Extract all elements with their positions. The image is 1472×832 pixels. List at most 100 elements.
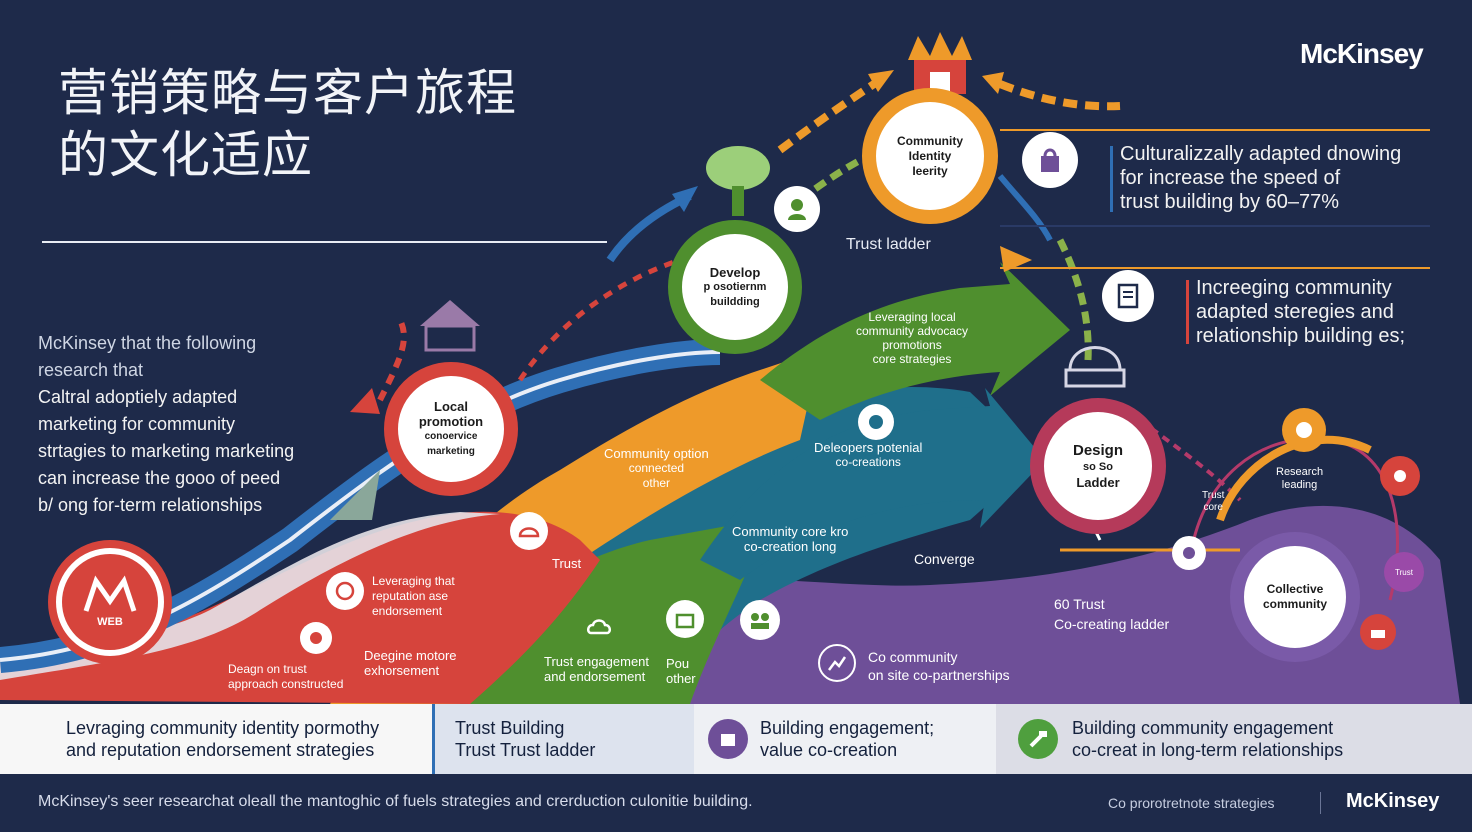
stage-line: Co-creating ladder — [1054, 616, 1170, 632]
m-logo-icon — [83, 574, 137, 612]
stage-line: co-creations — [835, 455, 901, 469]
circle-text: Ieerity — [912, 163, 948, 178]
stage-line: connected — [628, 461, 685, 475]
stage-line: Leveraging local — [868, 310, 956, 324]
stage-line: Deagn on trust — [228, 662, 307, 676]
circle-collective-community[interactable]: Collective community — [1230, 532, 1360, 662]
title-line-1: 营销策略与客户旅程 — [58, 64, 517, 122]
stage-line: Co community — [868, 649, 958, 665]
stage-line: 60 Trust — [1054, 596, 1105, 612]
stage-line: other — [666, 671, 696, 686]
body-line: Caltral adoptiely adapted — [38, 387, 238, 407]
red-badge-circle — [1380, 456, 1420, 496]
body-line: strtagies to marketing marketing — [38, 441, 295, 461]
orange-stage-text: Community option connected other — [604, 446, 709, 491]
stage-line: on site co-partnerships — [868, 667, 1010, 683]
footer-divider — [1320, 792, 1321, 814]
purple-stage-text-1: 60 Trust Co-creating ladder — [1054, 594, 1169, 634]
green-arrow-band — [760, 262, 1070, 420]
circle-text: community — [1262, 597, 1327, 611]
hammer-icon-circle — [1018, 719, 1058, 759]
bag-icon-circle — [1022, 132, 1078, 188]
stage-line: Leveraging that — [372, 574, 455, 588]
blue-arrow-right — [997, 174, 1053, 242]
circle-text: Identity — [908, 148, 952, 163]
band-line: Trust Trust ladder — [455, 740, 596, 760]
callout-bar — [1186, 280, 1189, 344]
band-line: and reputation endorsement strategies — [66, 740, 375, 760]
band-line: value co-creation — [760, 740, 898, 760]
band-cell-relationships: Building community engagement co-creat i… — [996, 704, 1472, 774]
band-line: co-creat in long-term relationships — [1072, 740, 1344, 760]
callout-line: adapted steregies and — [1196, 301, 1394, 323]
handshake-icon — [335, 581, 355, 601]
cloud-icon-circle — [582, 610, 616, 644]
tree-icon-circle — [858, 404, 894, 440]
circle-text: promotion — [418, 414, 484, 429]
circle-text: Collective — [1266, 582, 1324, 596]
stage-line: endorsement — [372, 604, 443, 618]
title-underline — [42, 241, 607, 243]
title-line-2: 的文化适应 — [58, 126, 313, 184]
circle-develop[interactable]: Develop p osotiernm buildding — [668, 220, 802, 354]
summary-band: Levraging community identity pormothy an… — [0, 704, 1472, 774]
store-icon — [675, 613, 695, 629]
footer-brand: McKinsey — [1346, 790, 1440, 812]
dashed-arrow-green-right — [1056, 238, 1092, 361]
stage-line: and endorsement — [544, 669, 646, 684]
circle-text: Ladder — [1076, 475, 1120, 490]
stage-line: co-creation long — [743, 539, 837, 554]
stage-line: Community core kro — [732, 524, 849, 539]
circle-community-identity[interactable]: Community Identity Ieerity — [862, 88, 998, 224]
circle-text: Design — [1072, 442, 1123, 459]
band-line: Levraging community identity pormothy — [66, 718, 380, 738]
circle-text: conoervice — [424, 431, 478, 442]
band-line: Building community engagement — [1072, 718, 1334, 738]
group-icon-circle — [740, 600, 780, 640]
purple-stage-band — [560, 505, 1460, 704]
stage-line: community advocacy — [856, 324, 969, 338]
handshake-icon-circle — [326, 572, 364, 610]
box-icon — [721, 734, 735, 746]
plant-icon — [706, 146, 770, 216]
teal-arrow-text: Deleopers potenial co-creations — [814, 440, 922, 470]
left-description: McKinsey that the following research tha… — [38, 330, 368, 519]
body-line: marketing for community — [38, 414, 236, 434]
people-icon-circle-right — [1172, 536, 1206, 570]
circle-local-promotion[interactable]: Local promotion conoervice marketing — [384, 362, 518, 496]
people-icon — [1183, 547, 1195, 559]
green-arrow-text: Leveraging local community advocacy prom… — [856, 310, 968, 366]
document-icon-circle — [1102, 270, 1154, 322]
brand-emblem: WEB — [48, 540, 172, 664]
callout-line: for increase the speed of — [1120, 167, 1341, 189]
circle-text: buildding — [710, 295, 760, 308]
red-stage-text-3: Deagn on trust approach constructed — [228, 662, 343, 692]
circle-design-ladder[interactable]: Design so So Ladder — [1030, 398, 1166, 534]
band-line: Building engagement; — [760, 718, 935, 738]
hat-icon — [518, 527, 540, 538]
stage-line: exhorsement — [364, 663, 440, 678]
stage-line: Deegine motore — [364, 648, 457, 663]
band-line: Trust Building — [455, 718, 565, 738]
band-cell-trust: Trust Building Trust Trust ladder — [432, 704, 694, 774]
orange-arrow-mid — [1000, 246, 1032, 272]
red-stage-text-2: Deegine motore exhorsement — [364, 648, 457, 678]
flower-icon — [1394, 470, 1406, 482]
brand-logo-top: McKinsey — [1300, 38, 1424, 69]
purple-stage-text-2: Co community on site co-partnerships — [868, 648, 1010, 684]
store-icon-circle — [666, 600, 704, 638]
stage-line: core — [1203, 502, 1223, 513]
converge-text: Converge — [914, 551, 975, 567]
circle-text: Local — [434, 399, 468, 414]
stage-line: Pou — [666, 656, 690, 671]
group-icon — [751, 613, 769, 629]
pou-stage-text: Pou other — [666, 656, 696, 686]
red-stage-band — [0, 511, 600, 704]
teal-small-text: Community core kro co-creation long — [732, 524, 848, 554]
intro-line: McKinsey that the following — [38, 333, 257, 353]
circle-text: Community — [897, 133, 963, 148]
bag-icon — [1041, 148, 1059, 172]
stage-line: Research — [1276, 466, 1324, 478]
stage-line: Trust engagement — [544, 654, 650, 669]
